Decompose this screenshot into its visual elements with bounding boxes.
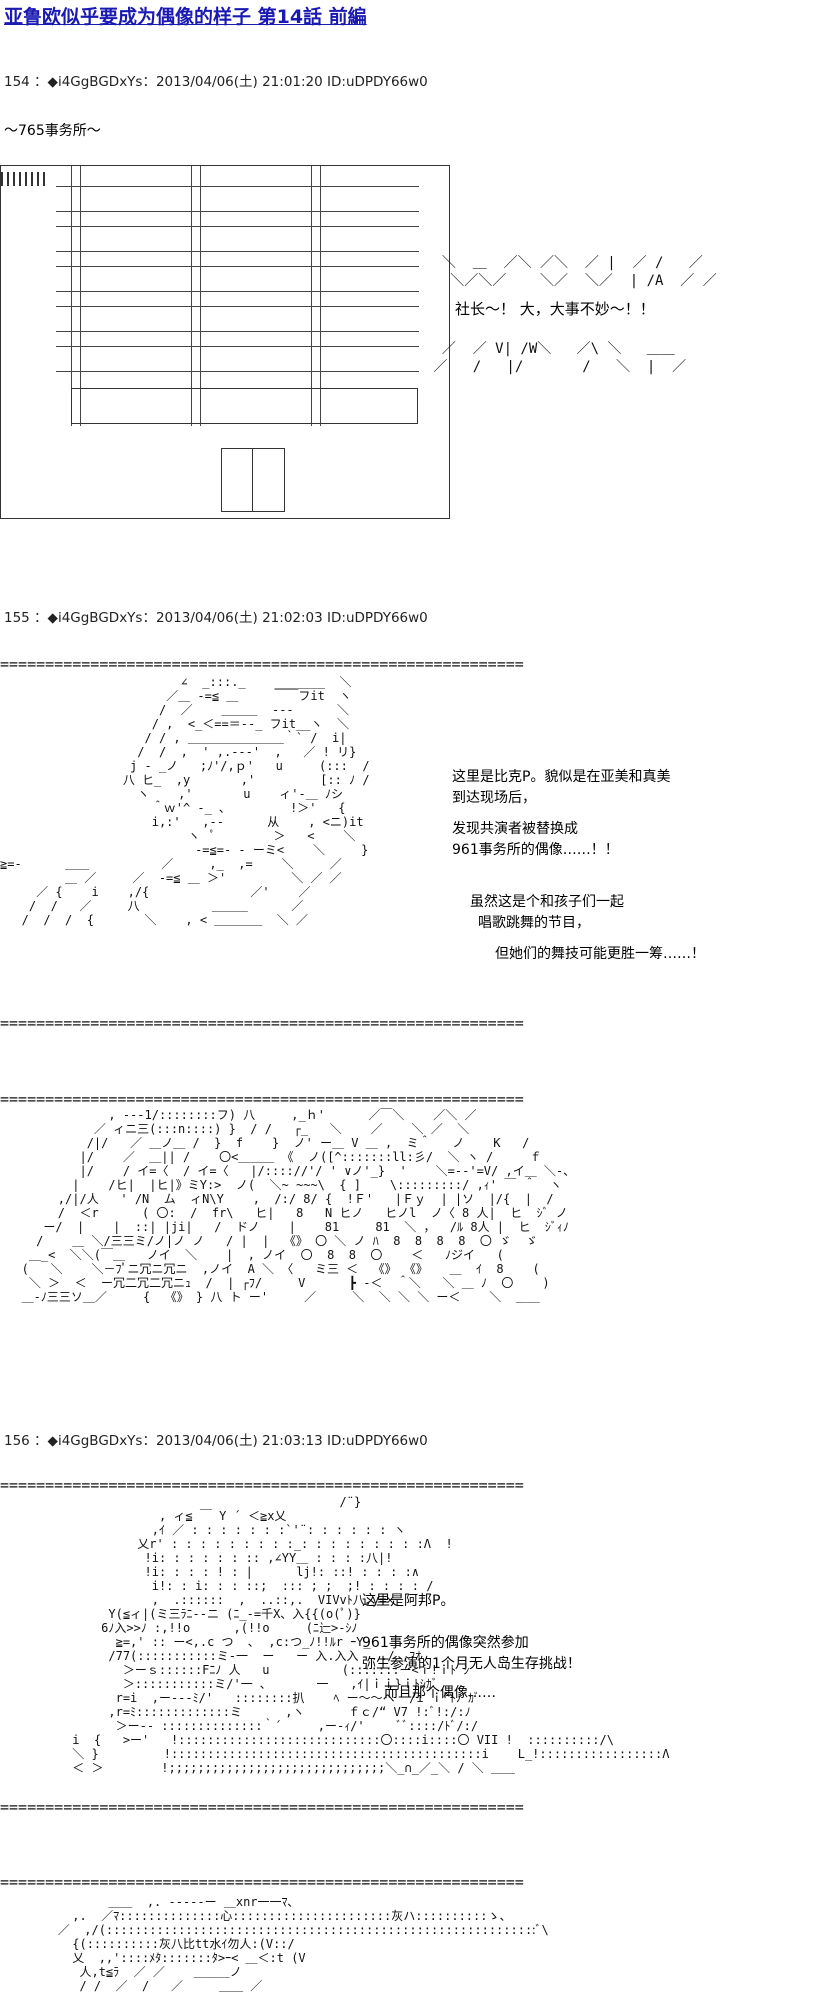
separator-line: ========================================… xyxy=(0,655,524,673)
shout-bubble-art: ＼ ＿ ／＼ ／＼ ／ | ／ / ／ ＼／＼／ ＼／ ＼／ | /A ／ ／ xyxy=(441,255,717,289)
separator-line: ========================================… xyxy=(0,1014,524,1032)
separator-line: ========================================… xyxy=(0,1476,524,1494)
caption-line: 弥生参演的1个月无人岛生存挑战！ xyxy=(362,1656,581,1672)
idol-group-ascii-art: , ---1/::::::::フ) 八 ,_ｈ' ／￣＼ ／＼ ／ ／ ィニ三(… xyxy=(21,1108,576,1304)
post-header-155: 155 ：◆i4GgBGDxYs：2013/04/06(土) 21:02:03 … xyxy=(4,610,428,626)
page-title[interactable]: 亚鲁欧似乎要成为偶像的样子 第14話 前編 xyxy=(4,6,367,28)
caption-line: 这里是阿邦P。 xyxy=(362,1593,455,1609)
caption-line: 961事务所的偶像突然参加 xyxy=(362,1635,529,1651)
caption-line: 发现共演者被替换成 xyxy=(452,821,578,837)
caption-line: 唱歌跳舞的节目， xyxy=(478,915,590,931)
caption-line: 而且那个偶像…… xyxy=(384,1685,496,1701)
separator-line: ========================================… xyxy=(0,1798,524,1816)
shout-bubble-art-bottom: ／ ／ V| /W＼ ／\ ＼ ＿＿ ／ / |/ / ＼ | ／ xyxy=(433,341,687,375)
caption-line: 但她们的舞技可能更胜一筹……！ xyxy=(495,946,705,962)
caption-line: 961事务所的偶像……！！ xyxy=(452,842,619,858)
separator-line: ========================================… xyxy=(0,1873,524,1891)
caption-line: 这里是比克P。貌似是在亚美和真美 xyxy=(452,769,671,785)
post-header-154: 154 ：◆i4GgBGDxYs：2013/04/06(土) 21:01:20 … xyxy=(4,74,428,90)
shout-text: 社长～！ 大，大事不妙～！！ xyxy=(455,300,655,318)
office-building-illustration xyxy=(0,165,450,519)
abon-p-ascii-art: /¨} , ィ≦ ￣ Y ´ ＜≧x乂 ,ｲ ／ : : : : : : :`'… xyxy=(72,1495,670,1775)
next-panel-ascii-art: ＿＿ ,. ---‐‐ー ＿xnr一一ﾏ､ ,. ／ﾏ:::::::::::::… xyxy=(57,1895,549,1993)
post-header-156: 156 ：◆i4GgBGDxYs：2013/04/06(土) 21:03:13 … xyxy=(4,1433,428,1449)
separator-line: ========================================… xyxy=(0,1090,524,1108)
caption-line: 到达现场后， xyxy=(452,790,536,806)
location-caption: ～765事务所～ xyxy=(4,123,101,139)
building-door xyxy=(221,448,285,512)
pikkoro-p-ascii-art: ∠ _:::._ _______ ＼ ／＿ -=≦ ＿ ￣￣フit ヽ / ／ … xyxy=(0,675,370,927)
caption-line: 虽然这是个和孩子们一起 xyxy=(470,894,624,910)
